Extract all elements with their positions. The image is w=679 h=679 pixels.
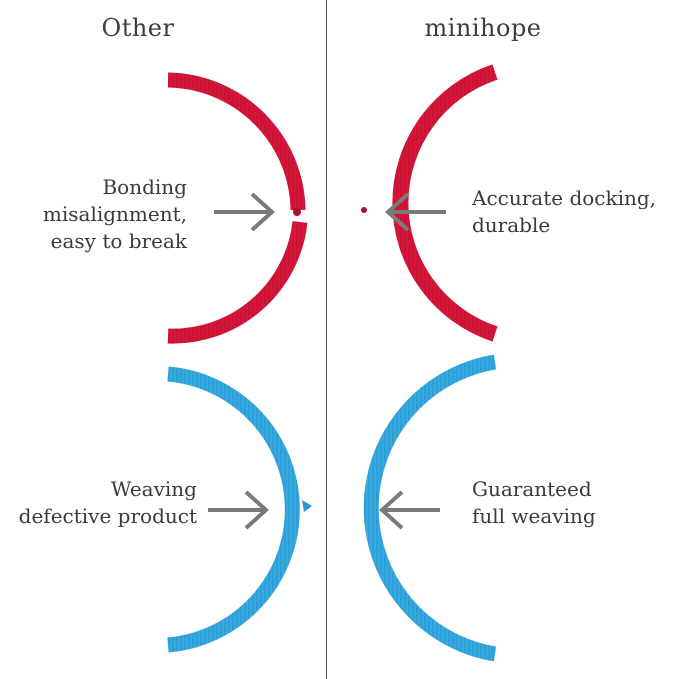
center-divider — [326, 0, 327, 679]
red-band-top-left-lower — [167, 221, 308, 344]
arrow-icon-bottom-right — [379, 490, 440, 530]
label-guaranteed-weaving: Guaranteed full weaving — [472, 476, 596, 530]
arrow-icon-top-right — [385, 192, 446, 232]
label-line: misalignment, — [42, 202, 187, 226]
label-weaving-defective: Weaving defective product — [19, 476, 197, 530]
label-line: Bonding — [102, 175, 187, 199]
label-line: Guaranteed — [472, 477, 592, 501]
label-line: easy to break — [50, 229, 187, 253]
joint-top-right — [361, 207, 367, 213]
label-accurate-docking: Accurate docking, durable — [472, 185, 656, 239]
heading-other: Other — [101, 14, 175, 42]
weave-defect-bottom-left — [302, 500, 312, 512]
label-line: durable — [472, 213, 551, 237]
blue-band-bottom-right — [363, 354, 497, 662]
red-band-top-left-upper — [167, 72, 306, 211]
label-bonding-misalignment: Bonding misalignment, easy to break — [43, 174, 187, 255]
label-line: Accurate docking, — [472, 186, 657, 210]
joint-defect-top-left — [293, 208, 301, 216]
heading-minihope: minihope — [424, 14, 542, 42]
label-line: full weaving — [472, 504, 596, 528]
arrow-icon-bottom-left — [208, 490, 269, 530]
label-line: Weaving — [110, 477, 197, 501]
label-line: defective product — [18, 504, 197, 528]
arrow-icon-top-left — [214, 192, 275, 232]
blue-band-bottom-left — [167, 366, 300, 653]
